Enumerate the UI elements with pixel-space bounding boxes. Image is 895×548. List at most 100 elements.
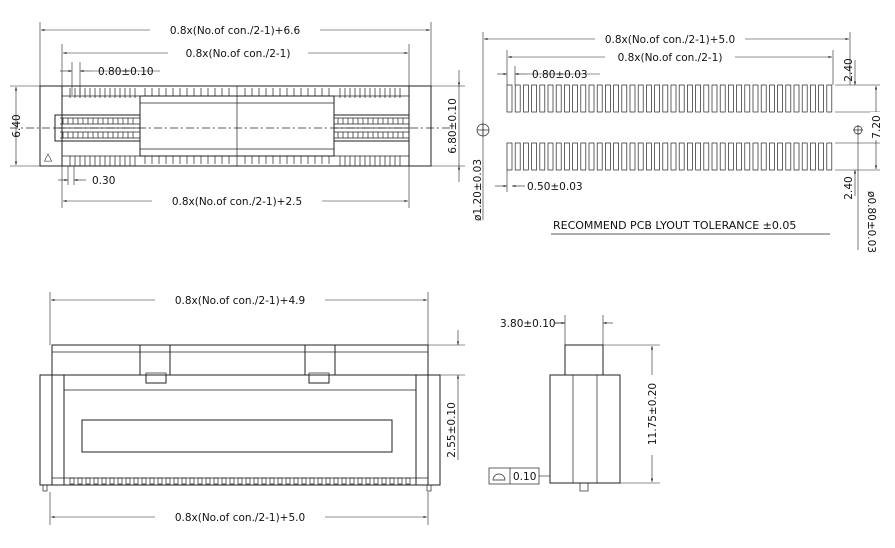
front-pin xyxy=(325,477,331,485)
pcb-pad xyxy=(637,84,644,113)
pcb-pad xyxy=(564,84,570,113)
pcb-pad xyxy=(588,142,595,171)
pcb-pad xyxy=(736,142,742,171)
front-pin xyxy=(149,477,155,485)
front-pin xyxy=(173,477,179,485)
front-pin xyxy=(237,477,243,485)
front-pin xyxy=(405,477,411,485)
front-pin xyxy=(221,477,227,485)
pcb-pitch-span-label: 0.8x(No.of con./2-1) xyxy=(618,52,723,64)
bottom-width-label: 0.8x(No.of con./2-1)+2.5 xyxy=(172,196,302,208)
front-pin xyxy=(253,477,259,485)
pcb-pad xyxy=(793,84,800,113)
pcb-pad xyxy=(555,142,562,171)
front-pin xyxy=(285,477,291,485)
pcb-pad xyxy=(695,142,701,171)
front-pin xyxy=(301,477,307,485)
front-pin xyxy=(357,477,363,485)
front-pin xyxy=(333,477,339,485)
pcb-pad xyxy=(646,142,652,171)
pcb-pad xyxy=(580,142,587,171)
top-view: 0.8x(No.of con./2-1)+6.6 0.8x(No.of con.… xyxy=(10,22,465,208)
pcb-pad xyxy=(785,84,792,113)
pcb-pad xyxy=(621,142,628,171)
pcb-pad xyxy=(629,142,636,171)
front-pin xyxy=(181,477,187,485)
pcb-pad xyxy=(531,84,537,113)
front-pin xyxy=(261,477,267,485)
pcb-pad xyxy=(719,84,726,113)
pcb-pad xyxy=(621,84,628,113)
pcb-pad xyxy=(752,84,759,113)
front-pin xyxy=(189,477,195,485)
pcb-pad xyxy=(654,142,660,171)
front-pin xyxy=(125,477,131,485)
front-pins xyxy=(69,477,411,485)
front-pin xyxy=(293,477,299,485)
pcb-pad xyxy=(531,142,537,171)
pcb-pad xyxy=(752,142,759,171)
front-pin xyxy=(141,477,147,485)
pcb-pad xyxy=(523,84,529,113)
pcb-pads-top-row xyxy=(506,84,833,113)
pin1-marker-icon: △ xyxy=(44,151,53,163)
pcb-pad xyxy=(777,142,783,171)
front-pin xyxy=(245,477,251,485)
front-pin xyxy=(229,477,235,485)
front-pin xyxy=(133,477,139,485)
pcb-pad xyxy=(818,142,824,171)
pcb-pitch-label: 0.80±0.03 xyxy=(532,69,588,81)
right-latch xyxy=(304,344,336,384)
pcb-pad xyxy=(711,84,718,113)
pcb-pad xyxy=(678,84,685,113)
pcb-pad xyxy=(777,84,783,113)
left-hole-label: ø1.20±0.03 xyxy=(472,159,484,221)
front-bottom-dim-label: 0.8x(No.of con./2-1)+5.0 xyxy=(175,512,305,524)
front-pin xyxy=(365,477,371,485)
front-pin xyxy=(341,477,347,485)
tolerance-note: RECOMMEND PCB LYOUT TOLERANCE ±0.05 xyxy=(553,219,796,232)
pcb-pad xyxy=(810,142,816,171)
front-pin xyxy=(165,477,171,485)
pcb-pad xyxy=(637,142,644,171)
pitch-label: 0.80±0.10 xyxy=(98,66,154,78)
pcb-pad xyxy=(539,142,546,171)
pcb-pad xyxy=(572,84,578,113)
pcb-pad xyxy=(580,84,587,113)
pad-length-bottom-label: 2.40 xyxy=(843,176,855,199)
pcb-overall-label: 0.8x(No.of con./2-1)+5.0 xyxy=(605,34,735,46)
pcb-pad xyxy=(744,142,751,171)
pcb-pad xyxy=(826,84,833,113)
pcb-pad xyxy=(523,142,529,171)
pcb-pad xyxy=(695,84,701,113)
front-pin xyxy=(93,477,99,485)
pcb-pad xyxy=(670,84,677,113)
pcb-pad xyxy=(506,84,513,113)
front-pin xyxy=(101,477,107,485)
pcb-pad xyxy=(613,84,619,113)
pcb-pad xyxy=(703,142,710,171)
front-pin xyxy=(157,477,163,485)
front-pin xyxy=(77,477,83,485)
pcb-pad xyxy=(810,84,816,113)
front-pin xyxy=(197,477,203,485)
row-spacing-label: 7.20 xyxy=(871,115,883,138)
pcb-pad xyxy=(588,84,595,113)
left-latch xyxy=(139,344,171,384)
flatness-value: 0.10 xyxy=(513,471,536,483)
right-hole-label: ø0.80±0.03 xyxy=(865,191,877,253)
pcb-pad xyxy=(728,142,734,171)
front-pin xyxy=(109,477,115,485)
front-pin xyxy=(85,477,91,485)
front-pin xyxy=(373,477,379,485)
pcb-pad xyxy=(514,142,521,171)
pcb-pad xyxy=(646,84,652,113)
pcb-pad xyxy=(769,84,775,113)
front-pin xyxy=(69,477,75,485)
front-pin xyxy=(317,477,323,485)
pcb-pads-bottom-row xyxy=(506,142,833,171)
inner-height-dim-label: 6.80±0.10 xyxy=(447,98,459,154)
front-pin xyxy=(389,477,395,485)
pcb-pad xyxy=(596,84,603,113)
